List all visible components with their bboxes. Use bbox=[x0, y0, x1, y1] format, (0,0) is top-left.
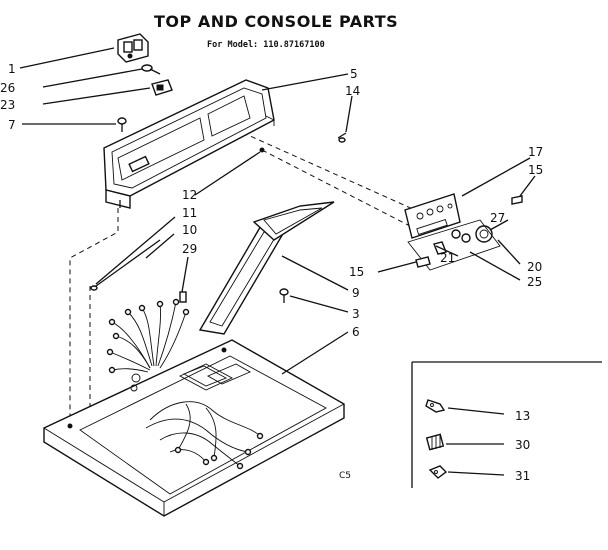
callout-10: 10 bbox=[182, 223, 197, 237]
callout-3: 3 bbox=[352, 307, 360, 321]
part-screw-14 bbox=[337, 132, 347, 143]
part-knob-27 bbox=[475, 225, 493, 243]
callout-1: 1 bbox=[8, 62, 16, 76]
callout-29: 29 bbox=[182, 242, 197, 256]
inset-box bbox=[411, 361, 602, 488]
assembly-guide-line-control bbox=[261, 149, 411, 227]
model-number: For Model: 110.87167100 bbox=[207, 40, 325, 50]
part-screw-15b bbox=[415, 256, 431, 268]
reference-code: C5 bbox=[339, 471, 351, 481]
callout-21: 21 bbox=[440, 251, 455, 265]
part-screw-7 bbox=[117, 117, 127, 132]
part-screw-3 bbox=[279, 288, 289, 303]
callout-25: 25 bbox=[527, 275, 542, 289]
callout-7: 7 bbox=[8, 118, 16, 132]
part-top-wiring bbox=[145, 401, 264, 470]
callout-20: 20 bbox=[527, 260, 542, 274]
part-control-panel bbox=[404, 193, 461, 239]
part-wire-lead-11 bbox=[90, 239, 161, 291]
part-top-panel bbox=[43, 339, 345, 517]
part-clip-31 bbox=[428, 465, 448, 479]
callout-5: 5 bbox=[350, 67, 358, 81]
callout-30: 30 bbox=[515, 438, 530, 452]
part-screw-26 bbox=[141, 64, 161, 75]
callout-9: 9 bbox=[352, 286, 360, 300]
leader-lines bbox=[19, 47, 536, 476]
callout-31: 31 bbox=[515, 469, 530, 483]
assembly-guide-line bbox=[69, 208, 119, 430]
callout-17: 17 bbox=[528, 145, 543, 159]
part-console-backsplash bbox=[103, 79, 275, 209]
callout-12: 12 bbox=[182, 188, 197, 202]
callout-6: 6 bbox=[352, 325, 360, 339]
callout-23: 23 bbox=[0, 98, 15, 112]
part-bracket-23 bbox=[151, 79, 173, 96]
part-timer-switch bbox=[117, 33, 149, 63]
callout-15b: 15 bbox=[349, 265, 364, 279]
callout-15a: 15 bbox=[528, 163, 543, 177]
part-terminal-13 bbox=[425, 399, 446, 413]
part-screw-15a bbox=[511, 195, 523, 205]
callout-11: 11 bbox=[182, 206, 197, 220]
part-wiring-harness bbox=[106, 291, 190, 374]
part-connector-30 bbox=[425, 433, 445, 451]
diagram-title: TOP AND CONSOLE PARTS bbox=[154, 12, 398, 31]
callout-26: 26 bbox=[0, 81, 15, 95]
callout-27: 27 bbox=[490, 211, 505, 225]
callout-13: 13 bbox=[515, 409, 530, 423]
callout-14: 14 bbox=[345, 84, 360, 98]
part-door-panel bbox=[198, 201, 335, 335]
